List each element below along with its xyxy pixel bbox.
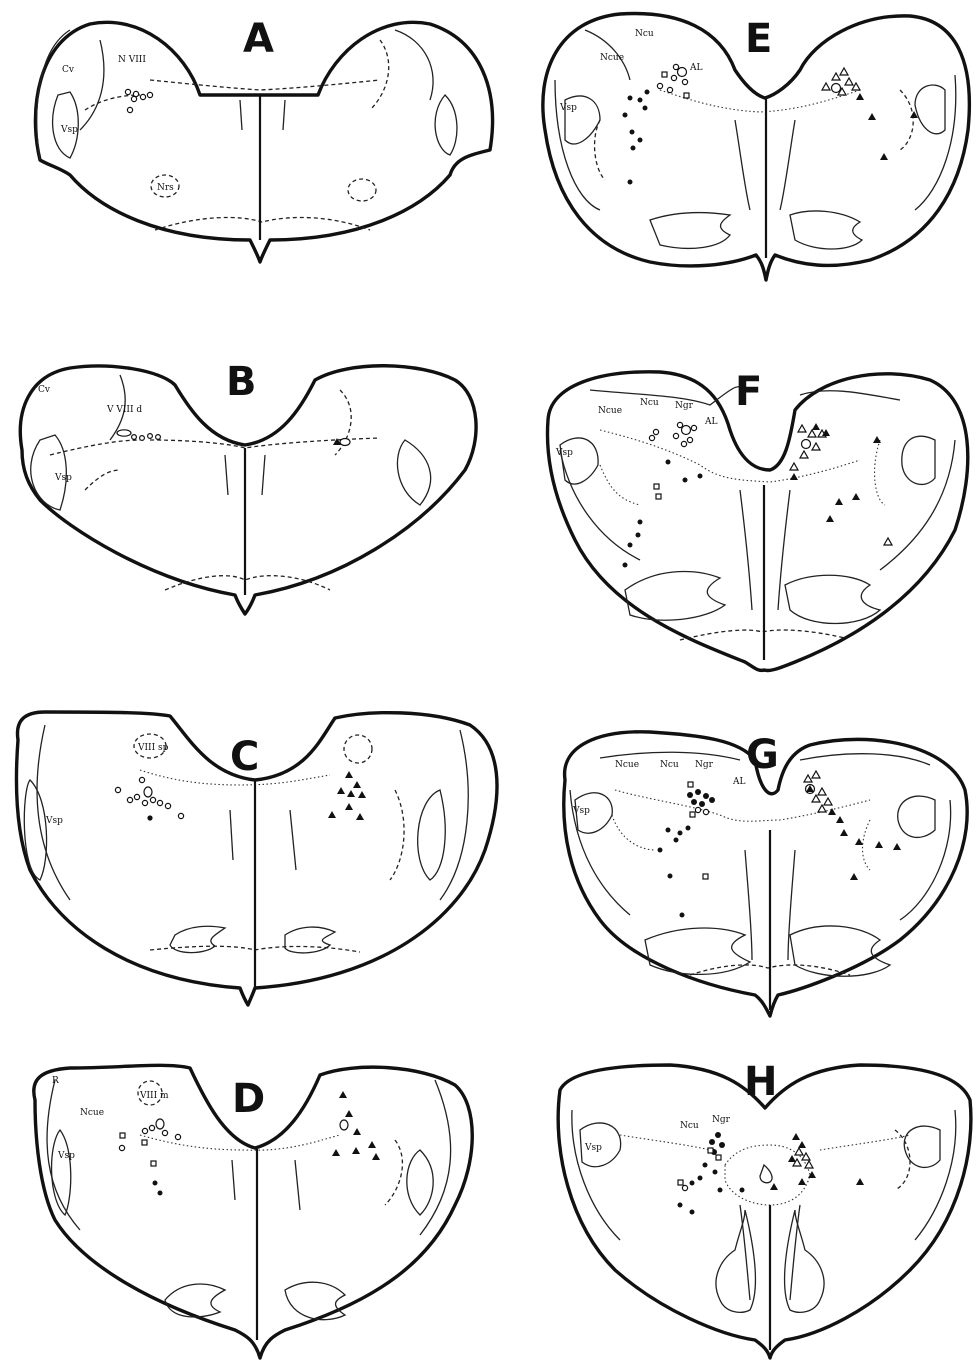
region-label: Vsp — [57, 1151, 75, 1161]
region-label: Ncue — [615, 760, 639, 770]
region-label: Ncu — [640, 398, 659, 408]
panel-b: B Cv V VIII d Vsp — [20, 359, 476, 614]
panel-letter: F — [735, 369, 762, 415]
region-label: Nrs — [157, 183, 174, 193]
panel-letter: A — [243, 16, 274, 62]
region-label: Ngr — [695, 760, 714, 770]
region-label: Vsp — [60, 125, 78, 135]
panel-g: G Ncue Ncu Ngr AL Vsp — [564, 732, 967, 1016]
panel-e: E Ncu Ncue AL Vsp — [543, 13, 970, 280]
region-label: Ncue — [600, 53, 624, 63]
panel-c: C VIII sp Vsp — [16, 712, 497, 1005]
region-label: Vsp — [555, 448, 573, 458]
panel-letter: H — [744, 1059, 777, 1105]
region-label: Ngr — [675, 401, 694, 411]
panel-a: A Cv N VIII Vsp Nrs — [35, 16, 492, 262]
panel-h: H Ncu Ngr Vsp — [558, 1059, 971, 1358]
region-label: AL — [732, 777, 745, 787]
panel-f: F Ncue Ncu Ngr AL Vsp — [547, 369, 967, 671]
panel-letter: B — [226, 359, 257, 405]
region-label: Ngr — [712, 1115, 731, 1125]
region-label: V VIII d — [106, 405, 142, 415]
region-label: Vsp — [54, 473, 72, 483]
region-label: VIII sp — [137, 743, 169, 753]
region-label: Ncu — [635, 29, 654, 39]
region-label: Vsp — [584, 1143, 602, 1153]
region-label: Vsp — [45, 816, 63, 826]
region-label: AL — [689, 63, 702, 73]
region-label: Vsp — [559, 103, 577, 113]
panel-d: D R VIII m Ncue Vsp — [34, 1065, 472, 1358]
region-label: AL — [704, 417, 717, 427]
region-label: VIII m — [139, 1091, 169, 1101]
region-label: Ncu — [660, 760, 679, 770]
panel-letter: C — [230, 734, 259, 780]
panel-letter: E — [745, 16, 772, 62]
region-label: N VIII — [118, 55, 146, 65]
region-label: Ncu — [680, 1121, 699, 1131]
panel-letter: G — [746, 732, 779, 778]
region-label: Cv — [38, 385, 51, 395]
region-label: Ncue — [80, 1108, 104, 1118]
panel-letter: D — [232, 1076, 265, 1122]
region-label: Vsp — [572, 806, 590, 816]
region-label: R — [52, 1076, 59, 1086]
region-label: Ncue — [598, 406, 622, 416]
region-label: Cv — [62, 65, 75, 75]
